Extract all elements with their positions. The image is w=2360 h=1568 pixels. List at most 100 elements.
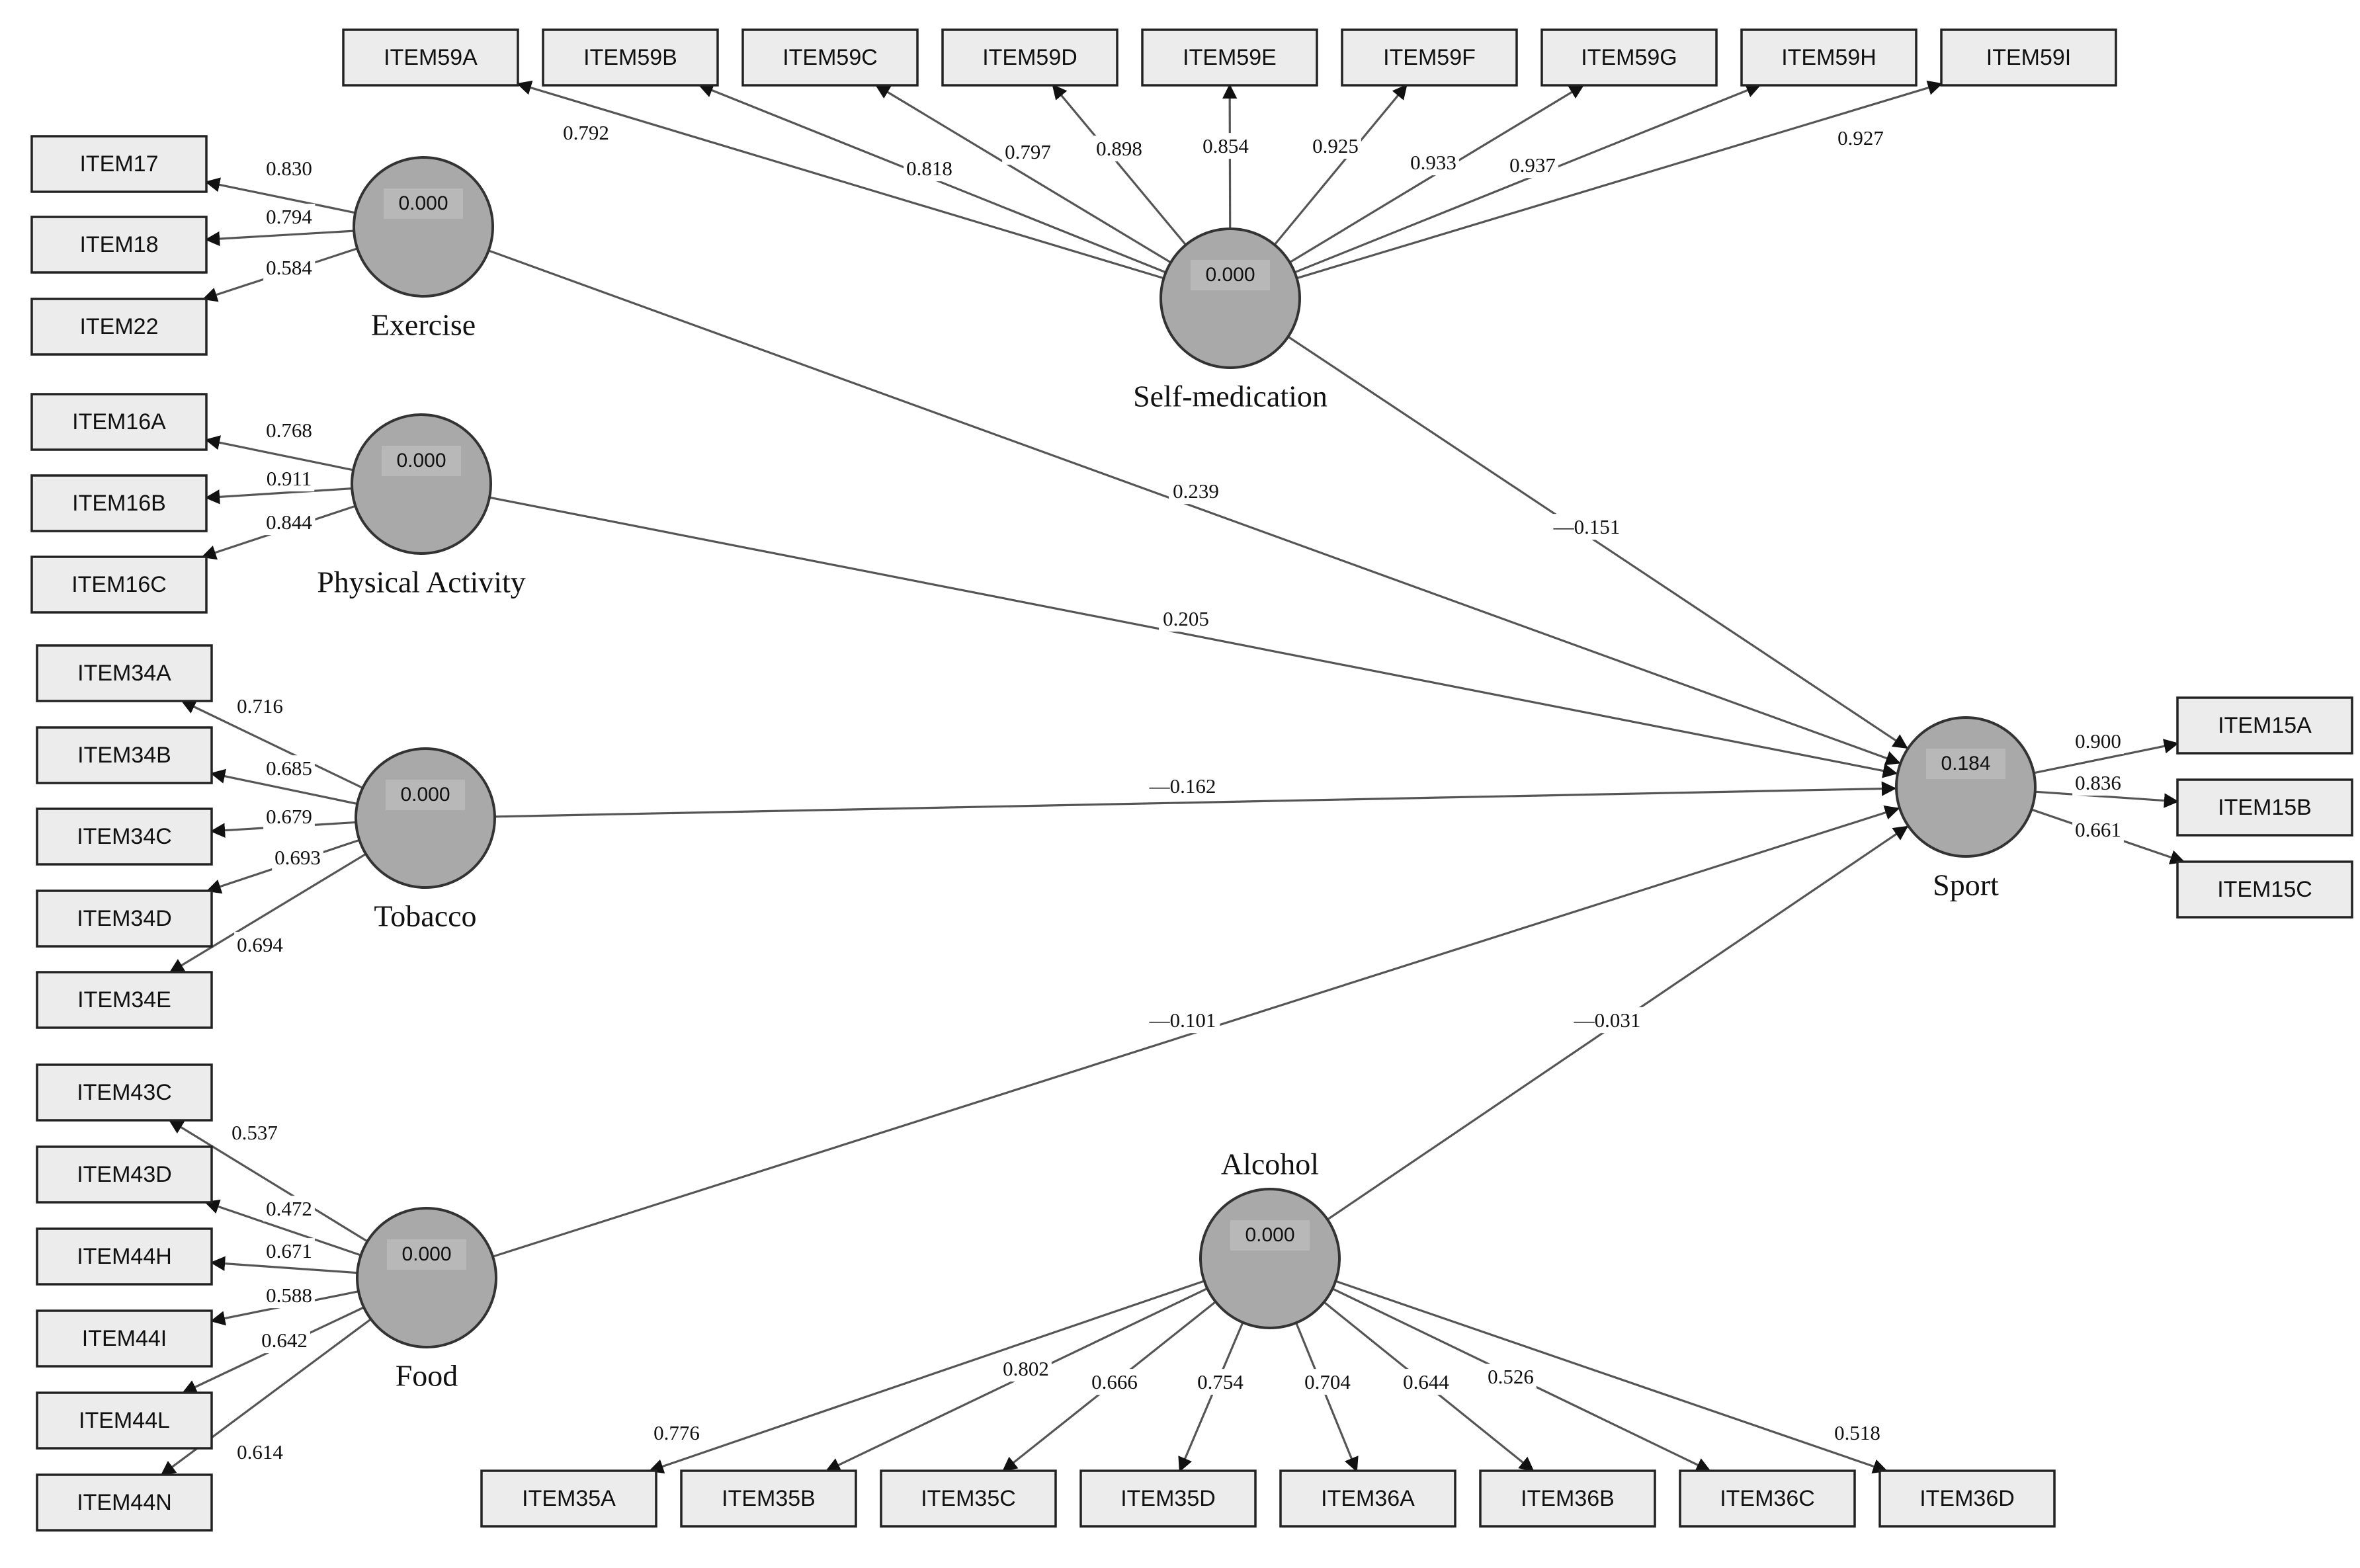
indicator-box[interactable]: [1540, 28, 1718, 87]
construct-circle[interactable]: [355, 747, 496, 889]
path-coefficient-food: —0.101: [1149, 1009, 1216, 1032]
indicator-item59c[interactable]: ITEM59C: [741, 28, 919, 87]
indicator-box[interactable]: [36, 807, 213, 866]
indicator-item16a[interactable]: ITEM16A: [30, 393, 208, 451]
indicator-box[interactable]: [30, 135, 208, 193]
indicator-item36a[interactable]: ITEM36A: [1279, 1469, 1456, 1528]
indicator-box[interactable]: [30, 556, 208, 614]
indicator-box[interactable]: [36, 644, 213, 702]
indicator-item44l[interactable]: ITEM44L: [36, 1391, 213, 1450]
construct-circle[interactable]: [1895, 716, 2037, 858]
indicator-item15c[interactable]: ITEM15C: [2176, 860, 2353, 919]
indicator-box[interactable]: [30, 393, 208, 451]
indicator-box[interactable]: [36, 1391, 213, 1450]
indicator-item16b[interactable]: ITEM16B: [30, 474, 208, 532]
indicator-item18[interactable]: ITEM18: [30, 216, 208, 274]
indicator-item16c[interactable]: ITEM16C: [30, 556, 208, 614]
indicator-item34e[interactable]: ITEM34E: [36, 971, 213, 1029]
indicator-item59b[interactable]: ITEM59B: [542, 28, 719, 87]
construct-circle[interactable]: [1159, 227, 1301, 369]
indicator-box[interactable]: [1341, 28, 1518, 87]
indicator-box[interactable]: [36, 726, 213, 784]
indicator-box[interactable]: [1479, 1469, 1656, 1528]
indicator-item44h[interactable]: ITEM44H: [36, 1227, 213, 1286]
indicator-box[interactable]: [30, 216, 208, 274]
loading-value-item59i: 0.927: [1837, 126, 1884, 149]
indicator-box[interactable]: [2176, 696, 2353, 755]
indicator-item35b[interactable]: ITEM35B: [680, 1469, 857, 1528]
indicator-item36b[interactable]: ITEM36B: [1479, 1469, 1656, 1528]
indicator-box[interactable]: [30, 298, 208, 356]
indicator-box[interactable]: [30, 474, 208, 532]
indicator-item59i[interactable]: ITEM59I: [1940, 28, 2117, 87]
indicator-item15b[interactable]: ITEM15B: [2176, 778, 2353, 837]
indicator-box[interactable]: [880, 1469, 1057, 1528]
indicator-item35d[interactable]: ITEM35D: [1079, 1469, 1257, 1528]
loading-value-item35a-background: [651, 1420, 702, 1446]
indicator-box[interactable]: [1679, 1469, 1856, 1528]
indicator-item22[interactable]: ITEM22: [30, 298, 208, 356]
path-coefficient-physical-background: [1159, 606, 1213, 632]
indicator-item35c[interactable]: ITEM35C: [880, 1469, 1057, 1528]
indicator-item15a[interactable]: ITEM15A: [2176, 696, 2353, 755]
indicator-box[interactable]: [741, 28, 919, 87]
indicator-item34b[interactable]: ITEM34B: [36, 726, 213, 784]
indicator-item59f[interactable]: ITEM59F: [1341, 28, 1518, 87]
construct-circle[interactable]: [1199, 1188, 1341, 1329]
indicator-box[interactable]: [1141, 28, 1318, 87]
indicator-item43c[interactable]: ITEM43C: [36, 1063, 213, 1122]
indicator-item34d[interactable]: ITEM34D: [36, 889, 213, 948]
indicator-item44n[interactable]: ITEM44N: [36, 1473, 213, 1532]
loading-value-item16a-group: 0.768: [263, 417, 315, 444]
indicator-box[interactable]: [1940, 28, 2117, 87]
construct-circle[interactable]: [356, 1207, 497, 1348]
indicator-label: ITEM44N: [77, 1490, 172, 1515]
indicator-box[interactable]: [36, 889, 213, 948]
indicator-item36c[interactable]: ITEM36C: [1679, 1469, 1856, 1528]
indicator-box[interactable]: [1740, 28, 1918, 87]
loading-arrow-item59d: [1052, 84, 1187, 246]
path-coefficient-exercise: 0.239: [1173, 479, 1219, 503]
indicator-item59a[interactable]: ITEM59A: [342, 28, 519, 87]
indicator-box[interactable]: [36, 1309, 213, 1368]
indicator-box[interactable]: [542, 28, 719, 87]
indicator-item59h[interactable]: ITEM59H: [1740, 28, 1918, 87]
indicator-box[interactable]: [1878, 1469, 2056, 1528]
indicator-box[interactable]: [1279, 1469, 1456, 1528]
loading-arrow-item59a: [516, 80, 1164, 280]
loading-value-item43d-background: [263, 1196, 315, 1222]
indicator-item34c[interactable]: ITEM34C: [36, 807, 213, 866]
indicator-box[interactable]: [1079, 1469, 1257, 1528]
construct-circle[interactable]: [351, 413, 492, 555]
indicator-item43d[interactable]: ITEM43D: [36, 1145, 213, 1204]
indicator-box[interactable]: [36, 971, 213, 1029]
indicator-box[interactable]: [480, 1469, 657, 1528]
indicator-item34a[interactable]: ITEM34A: [36, 644, 213, 702]
indicator-box[interactable]: [36, 1227, 213, 1286]
loading-value-item35d-group: 0.754: [1195, 1369, 1247, 1395]
indicator-box[interactable]: [680, 1469, 857, 1528]
indicator-box[interactable]: [941, 28, 1118, 87]
indicator-item59d[interactable]: ITEM59D: [941, 28, 1118, 87]
indicator-item36d[interactable]: ITEM36D: [1878, 1469, 2056, 1528]
indicator-item17[interactable]: ITEM17: [30, 135, 208, 193]
loading-value-item34d-background: [272, 845, 323, 871]
indicator-box[interactable]: [2176, 860, 2353, 919]
indicator-box[interactable]: [36, 1473, 213, 1532]
indicator-item44i[interactable]: ITEM44I: [36, 1309, 213, 1368]
indicator-item35a[interactable]: ITEM35A: [480, 1469, 657, 1528]
indicator-box[interactable]: [36, 1063, 213, 1122]
indicator-box[interactable]: [36, 1145, 213, 1204]
construct-circle[interactable]: [353, 156, 494, 298]
indicator-box[interactable]: [342, 28, 519, 87]
indicator-item59g[interactable]: ITEM59G: [1540, 28, 1718, 87]
indicator-item59e[interactable]: ITEM59E: [1141, 28, 1318, 87]
indicator-box[interactable]: [2176, 778, 2353, 837]
